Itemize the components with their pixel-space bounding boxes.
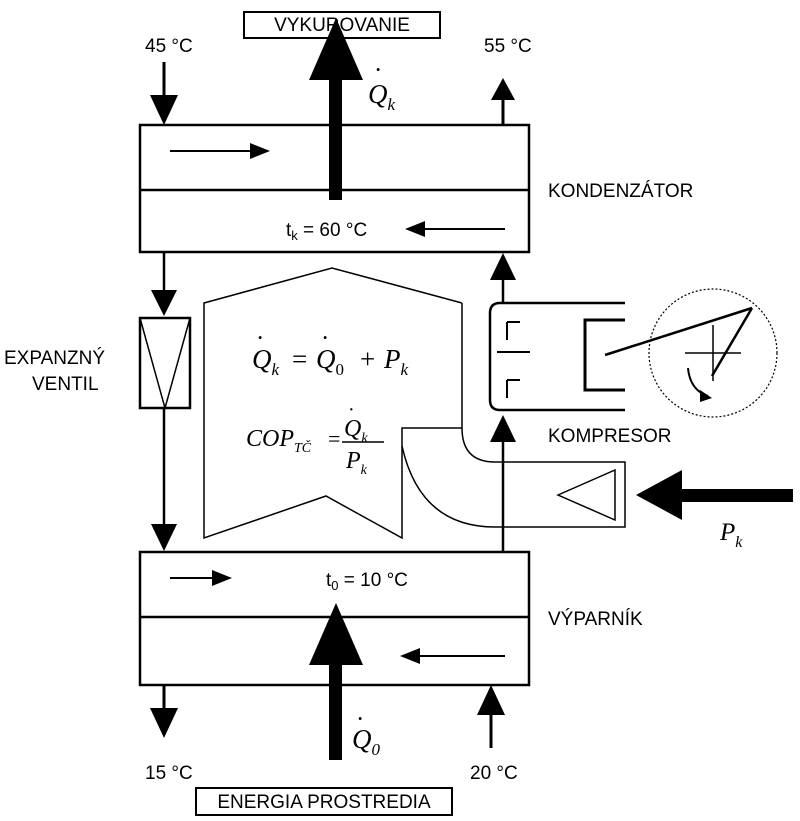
heat-input-arrow [309,603,363,760]
temp-bottom-left: 15 °C [145,763,193,784]
crank-wheel [648,288,778,418]
energy-balance-equation: · · Qk = Q0 + Pk [252,325,409,379]
svg-text:=: = [292,344,307,374]
temp-top-right: 55 °C [484,36,532,57]
condenser-flow-left-arrow [405,221,425,237]
energy-flow-shape [203,267,626,540]
temp-top-left: 45 °C [145,36,193,57]
q0-bottom-symbol: Q0 [352,724,381,759]
heat-output-arrow [309,18,363,200]
svg-text:Qk: Qk [344,416,368,446]
condenser-label: KONDENZÁTOR [548,181,693,202]
svg-text:+: + [360,344,375,374]
valve-label-line1: EXPANZNÝ [4,348,105,369]
heating-label: VYKUROVANIE [274,15,410,36]
left-refrigerant-line [151,252,177,551]
svg-text:Pk: Pk [345,448,368,478]
svg-text:Qk: Qk [252,344,280,379]
power-input-funnel [556,468,616,522]
evaporator-flow-left-arrow [400,648,420,664]
qk-dot: · [374,57,382,84]
svg-text:Pk: Pk [383,344,409,379]
valve-label-line2: VENTIL [32,374,99,395]
condenser-temperature: tk = 60 °C [286,220,367,243]
condenser-flow-right-arrow [250,143,270,159]
q0-dot: · [356,706,364,733]
evaporator-temperature: t0 = 10 °C [326,570,408,593]
power-input-arrow [636,470,793,520]
cop-equation: COPTČ = · Qk Pk [246,399,384,478]
svg-text:COPTČ: COPTČ [246,426,312,456]
rotation-arrow-icon [700,390,712,402]
temp-bottom-right: 20 °C [470,763,518,784]
environment-energy-label: ENERGIA PROSTREDIA [217,792,431,813]
evaporator-label: VÝPARNÍK [548,609,643,630]
environment-energy-box: ENERGIA PROSTREDIA [195,787,453,816]
compressor-cylinder [488,301,754,412]
svg-text:·: · [348,399,355,421]
svg-text:·: · [321,325,329,352]
svg-text:=: = [328,426,340,451]
evaporator-flow-right-arrow [212,570,232,586]
inlet-45-arrow [150,62,178,125]
power-symbol: Pk [719,519,743,551]
expansion-valve [138,316,192,410]
svg-text:·: · [256,325,264,352]
inlet-20-arrow [477,685,505,748]
outlet-55-arrow [491,78,515,125]
right-refrigerant-line [490,253,516,552]
qk-top-symbol: Qk [368,79,396,114]
compressor-label: KOMPRESOR [548,426,672,447]
svg-text:Q0: Q0 [316,344,344,379]
outlet-15-arrow [150,685,178,738]
